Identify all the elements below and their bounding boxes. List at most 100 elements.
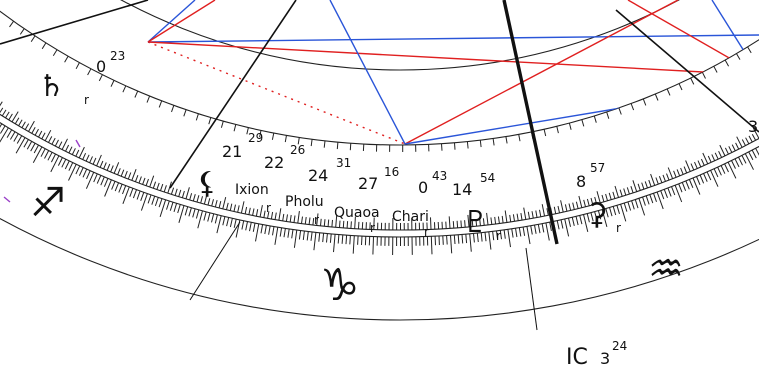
degree-tick <box>466 141 469 149</box>
capricorn-icon: ♑ <box>320 260 359 311</box>
degree-tick <box>357 235 359 245</box>
degree-tick <box>82 152 87 160</box>
degree-tick <box>511 228 514 238</box>
degree-tick <box>122 185 127 195</box>
degree-tick <box>699 174 705 184</box>
degree-tick <box>197 210 203 229</box>
degree-tick <box>297 137 300 145</box>
degree-tick <box>41 132 46 140</box>
degree-tick <box>255 223 260 242</box>
degree-tick <box>660 190 665 200</box>
degree-tick <box>484 232 487 242</box>
degree-tick <box>270 211 274 219</box>
degree-tick <box>132 189 137 199</box>
degree-tick <box>129 188 134 197</box>
degree-tick <box>170 187 175 195</box>
degree-tick <box>32 146 43 164</box>
quaoar-minutes: 16 <box>384 165 399 179</box>
degree-tick <box>177 204 181 214</box>
degree-tick <box>327 219 330 227</box>
degree-tick <box>98 74 103 82</box>
degree-mark <box>75 139 81 148</box>
degree-tick <box>226 202 229 210</box>
degree-tick <box>556 220 560 230</box>
degree-tick <box>480 232 483 242</box>
degree-tick <box>203 192 208 205</box>
degree-tick <box>131 169 137 181</box>
degree-tick <box>54 139 59 147</box>
degree-tick <box>496 230 499 240</box>
degree-tick <box>579 215 583 225</box>
degree-tick <box>103 162 107 170</box>
degree-tick <box>634 199 639 209</box>
degree-tick <box>271 132 275 140</box>
degree-tick <box>711 154 716 162</box>
degree-tick <box>564 218 570 237</box>
aquarius-icon: ♒ <box>648 246 684 292</box>
degree-tick <box>678 83 683 91</box>
degree-tick <box>713 66 718 73</box>
degree-tick <box>666 173 670 181</box>
degree-tick <box>160 183 164 191</box>
degree-tick <box>104 179 112 197</box>
purple-marks <box>3 139 81 203</box>
degree-tick <box>11 111 19 123</box>
house-number: 3 <box>748 117 758 136</box>
degree-tick <box>23 139 29 148</box>
degree-tick <box>127 172 132 180</box>
saturn-degree: 0 <box>96 57 106 76</box>
degree-tick <box>158 100 163 108</box>
degree-tick <box>486 212 489 225</box>
degree-tick <box>78 146 85 159</box>
degree-tick <box>293 229 298 248</box>
degree-tick <box>111 181 116 190</box>
degree-tick <box>346 221 349 229</box>
degree-tick <box>113 162 120 174</box>
degree-tick <box>441 143 443 151</box>
degree-tick <box>475 219 478 227</box>
degree-tick <box>291 229 294 239</box>
ixion-label: Ixion <box>235 182 269 198</box>
degree-tick <box>710 170 719 187</box>
degree-tick <box>1 109 7 117</box>
degree-tick <box>479 140 482 148</box>
degree-tick <box>644 181 648 189</box>
degree-tick <box>605 193 608 201</box>
degree-tick <box>169 202 174 211</box>
degree-tick <box>289 214 292 222</box>
degree-tick <box>616 205 620 215</box>
degree-tick <box>354 216 356 229</box>
degree-tick <box>58 141 63 149</box>
degree-tick <box>658 176 663 183</box>
degree-tick <box>342 220 345 228</box>
degree-tick <box>713 168 719 178</box>
degree-tick <box>460 220 462 228</box>
degree-tick <box>203 211 207 221</box>
degree-tick <box>211 213 215 223</box>
degree-tick <box>308 217 311 225</box>
degree-mark <box>3 196 11 203</box>
degree-tick <box>685 180 690 190</box>
degree-tick <box>632 180 638 192</box>
degree-tick <box>233 218 237 228</box>
degree-tick <box>457 234 460 244</box>
degree-tick <box>697 160 702 168</box>
degree-tick <box>183 109 187 117</box>
aspect-line <box>147 34 759 43</box>
degree-tick <box>685 160 691 172</box>
degree-tick <box>630 186 634 194</box>
degree-tick <box>707 155 712 163</box>
degree-tick <box>541 223 545 233</box>
degree-tick <box>609 207 613 217</box>
degree-tick <box>464 220 466 228</box>
degree-tick <box>571 216 575 227</box>
degree-tick <box>605 208 609 218</box>
degree-tick <box>312 217 315 225</box>
degree-tick <box>703 173 708 182</box>
degree-tick <box>48 136 53 143</box>
degree-tick <box>272 226 275 236</box>
ceres-minutes: 57 <box>590 161 605 175</box>
degree-tick <box>333 234 336 253</box>
degree-tick <box>731 144 736 152</box>
sign-boundary-line <box>525 247 538 331</box>
